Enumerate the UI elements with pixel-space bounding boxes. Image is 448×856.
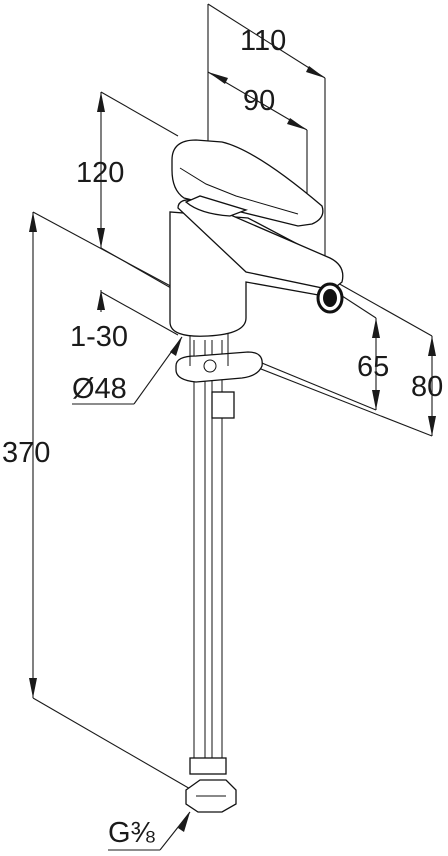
dim-90-label: 90 <box>243 85 275 117</box>
dim-110-label: 110 <box>240 25 286 57</box>
dim-120-label: 120 <box>76 157 124 189</box>
dimension-1-30: 1-30 <box>70 290 179 353</box>
bottom-nut <box>185 779 237 813</box>
lever-handle <box>171 139 324 227</box>
thread-label: G⅜ <box>108 817 156 849</box>
dim-80-label: 80 <box>411 371 443 403</box>
dimension-65: 65 <box>239 291 389 411</box>
dimension-90: 90 <box>207 71 308 212</box>
faucet-body <box>169 199 344 337</box>
dim-48-label: Ø48 <box>72 373 127 405</box>
dimension-120: 120 <box>76 91 179 293</box>
dimension-370: 370 <box>2 211 193 791</box>
dimension-110: 110 <box>207 3 326 262</box>
dimension-48: Ø48 <box>72 336 183 405</box>
mounting-plate <box>175 334 263 383</box>
dim-1-30-label: 1-30 <box>70 321 128 353</box>
dimension-80: 80 <box>237 281 443 437</box>
dimension-thread: G⅜ <box>108 811 191 851</box>
dim-65-label: 65 <box>357 351 389 383</box>
supply-hoses <box>189 340 235 775</box>
dim-370-label: 370 <box>2 437 50 469</box>
